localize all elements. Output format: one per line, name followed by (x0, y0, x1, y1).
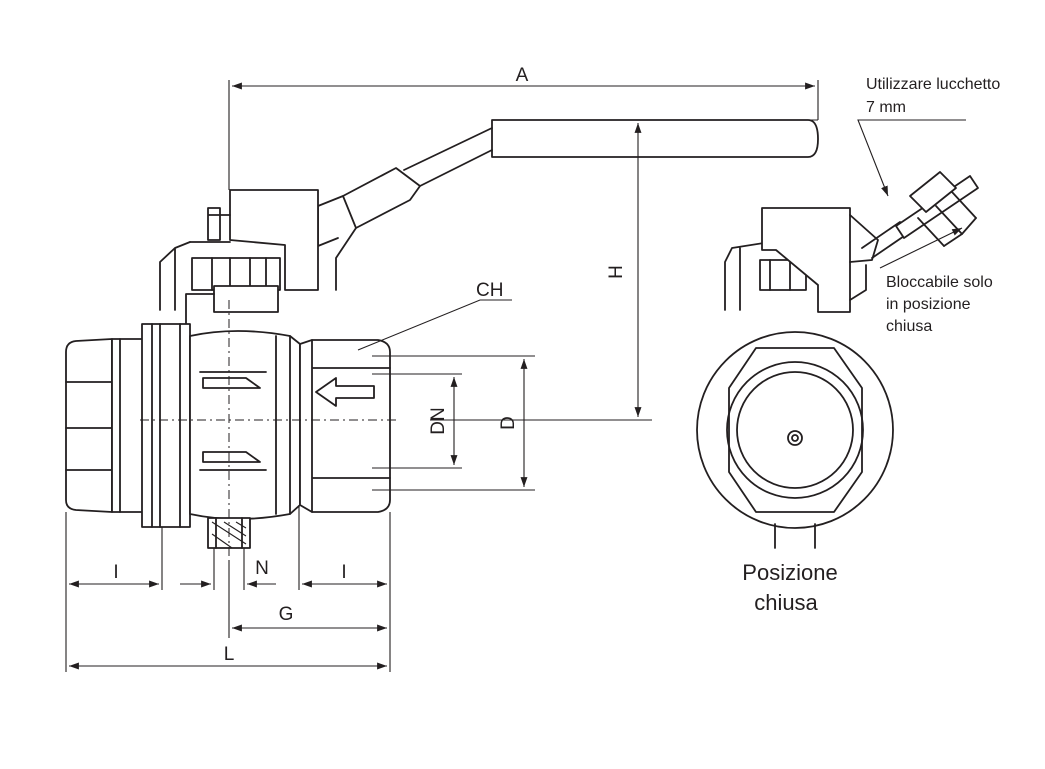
padlock-leader (857, 119, 966, 197)
dim-label-CH: CH (476, 280, 503, 301)
valve-body (189, 330, 301, 520)
padlock-note-line1: Utilizzare lucchetto (866, 76, 1000, 93)
lockable-note-line3: chiusa (886, 318, 932, 335)
lockable-note-line1: Bloccabile solo (886, 274, 993, 291)
dim-label-L: L (224, 644, 235, 665)
flow-arrow-icon (315, 377, 375, 407)
right-hex-end (299, 339, 391, 513)
dim-label-I-right: I (341, 562, 346, 583)
left-hex-end (65, 338, 149, 513)
dim-label-G: G (279, 604, 294, 625)
dim-label-H: H (606, 265, 627, 279)
side-view (696, 119, 979, 549)
union-ring (141, 323, 191, 528)
side-view-caption-line1: Posizione (742, 560, 837, 585)
centre-lines (140, 300, 398, 560)
padlock-note-line2: 7 mm (866, 99, 906, 116)
front-view: A H CH DN D I N I G L (65, 65, 819, 672)
dim-label-D: D (498, 416, 519, 430)
side-lever (724, 171, 979, 313)
side-body (696, 331, 894, 549)
side-view-caption-line2: chiusa (754, 590, 818, 615)
dim-label-DN: DN (428, 407, 449, 434)
lever-handle (207, 119, 819, 291)
dim-label-N: N (255, 558, 269, 579)
stem-and-lock-bracket (159, 241, 281, 326)
lockable-leader (879, 227, 963, 269)
dim-label-A: A (516, 65, 529, 86)
lockable-note-line2: in posizione (886, 296, 971, 313)
dim-label-I-left: I (113, 562, 118, 583)
extension-lines (65, 80, 819, 672)
dimension-lines (69, 82, 815, 670)
